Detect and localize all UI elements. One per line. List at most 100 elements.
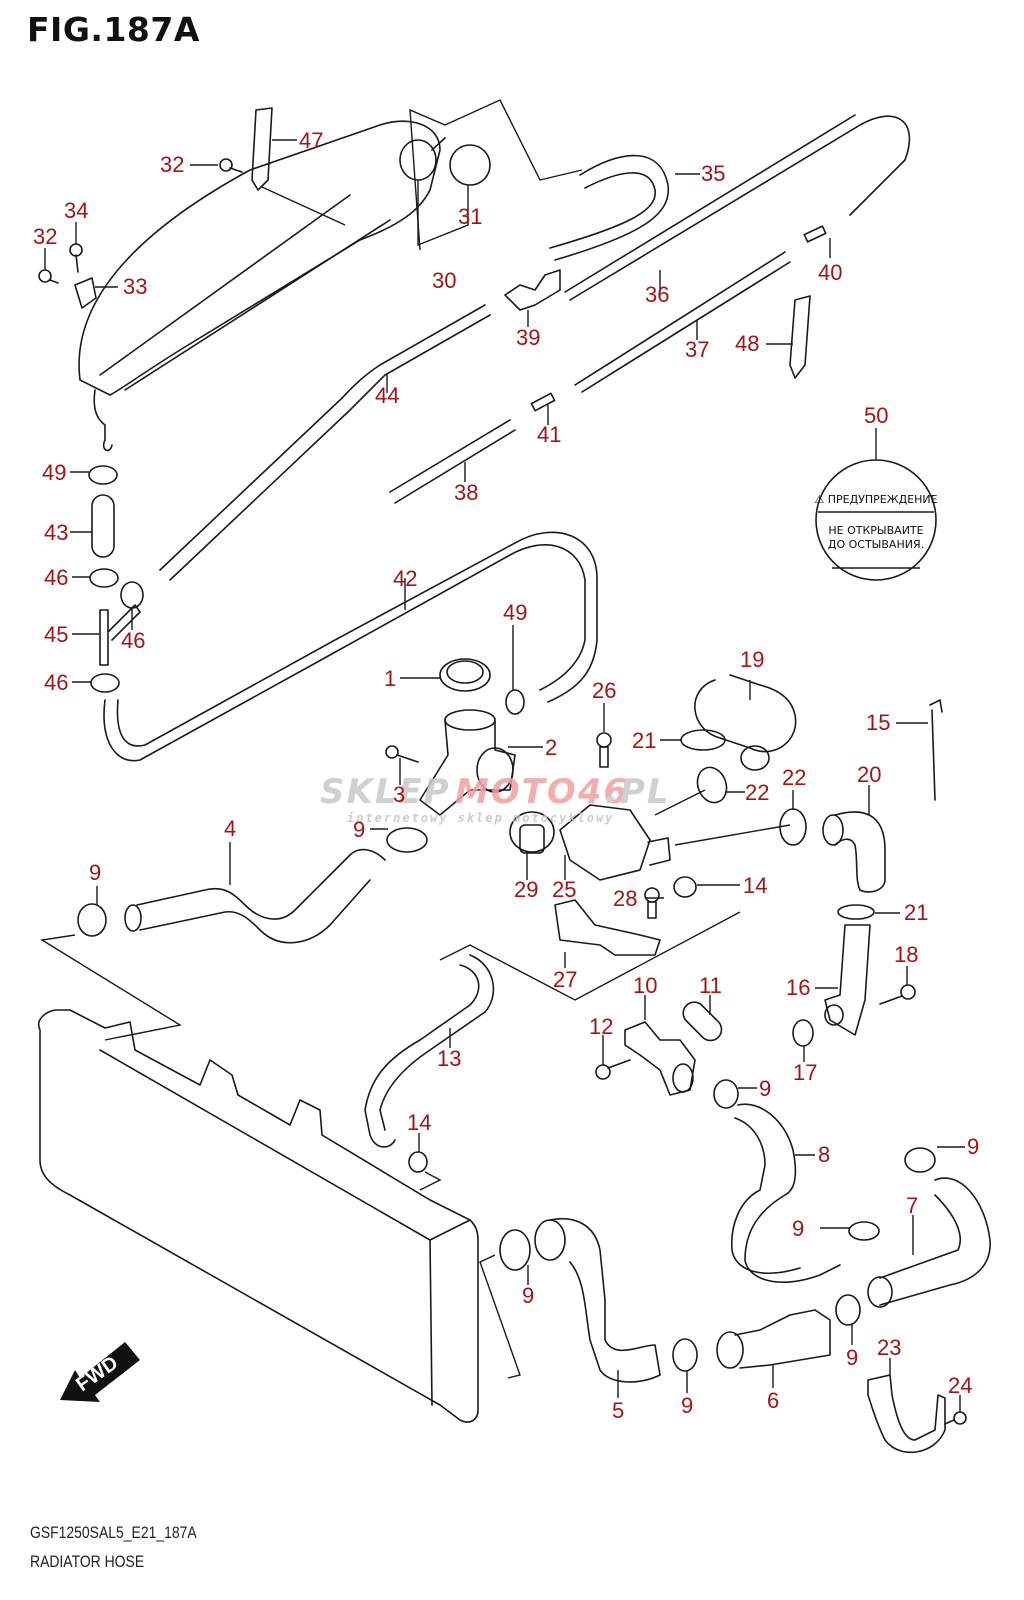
bolt-32-lower[interactable] xyxy=(38,269,59,284)
hose-38[interactable] xyxy=(389,419,516,504)
hose-6[interactable] xyxy=(716,1309,831,1369)
callout-9[interactable]: 9 xyxy=(89,860,101,885)
callout-2[interactable]: 2 xyxy=(545,735,557,760)
radiator-cap[interactable] xyxy=(439,658,491,692)
joint-40[interactable] xyxy=(803,225,827,243)
callout-44[interactable]: 44 xyxy=(375,383,399,408)
hose-43[interactable] xyxy=(91,494,115,558)
callout-22[interactable]: 22 xyxy=(745,780,769,805)
callout-9[interactable]: 9 xyxy=(353,817,365,842)
bolt-24[interactable] xyxy=(944,1411,967,1425)
callout-46[interactable]: 46 xyxy=(44,565,68,590)
callout-14[interactable]: 14 xyxy=(407,1110,431,1135)
hose-36[interactable] xyxy=(564,114,911,301)
radiator[interactable] xyxy=(37,1009,479,1423)
clamp-9-hose8-bottom[interactable] xyxy=(848,1221,880,1241)
callout-30[interactable]: 30 xyxy=(432,268,456,293)
callout-4[interactable]: 4 xyxy=(224,816,236,841)
callout-42[interactable]: 42 xyxy=(393,566,417,591)
callout-50[interactable]: 50 xyxy=(864,403,888,428)
clip-33[interactable] xyxy=(74,277,97,309)
o-ring-11[interactable] xyxy=(679,998,726,1045)
callout-43[interactable]: 43 xyxy=(44,520,68,545)
callout-10[interactable]: 10 xyxy=(633,973,657,998)
callout-35[interactable]: 35 xyxy=(701,161,725,186)
joint-41[interactable] xyxy=(530,392,556,412)
hose-37[interactable] xyxy=(574,251,791,393)
clamp-9-hose8-top[interactable] xyxy=(713,1079,739,1109)
bolt-26[interactable] xyxy=(596,732,612,768)
callout-29[interactable]: 29 xyxy=(514,877,538,902)
bracket-48[interactable] xyxy=(789,295,811,379)
callout-49[interactable]: 49 xyxy=(42,460,66,485)
hose-8[interactable] xyxy=(730,1103,841,1283)
callout-9[interactable]: 9 xyxy=(681,1393,693,1418)
callout-9[interactable]: 9 xyxy=(967,1134,979,1159)
joint-45[interactable] xyxy=(99,604,141,666)
callout-22[interactable]: 22 xyxy=(782,765,806,790)
callout-46[interactable]: 46 xyxy=(44,670,68,695)
bolt-18[interactable] xyxy=(879,984,916,1005)
callout-31[interactable]: 31 xyxy=(458,204,482,229)
callout-8[interactable]: 8 xyxy=(818,1142,830,1167)
callout-11[interactable]: 11 xyxy=(699,973,722,998)
clamp-49-upper[interactable] xyxy=(88,465,118,485)
callout-9[interactable]: 9 xyxy=(759,1076,771,1101)
callout-45[interactable]: 45 xyxy=(44,622,68,647)
hose-20[interactable] xyxy=(822,811,886,893)
callout-48[interactable]: 48 xyxy=(735,331,759,356)
callout-9[interactable]: 9 xyxy=(522,1283,534,1308)
clamp-14-lower[interactable] xyxy=(408,1151,428,1173)
bolt-28[interactable] xyxy=(644,887,660,919)
hose-42[interactable] xyxy=(103,531,598,762)
callout-36[interactable]: 36 xyxy=(645,282,669,307)
bolt-3[interactable] xyxy=(385,745,419,763)
thermostat[interactable] xyxy=(509,811,555,854)
clamp-46-lower[interactable] xyxy=(90,673,120,693)
callout-27[interactable]: 27 xyxy=(553,967,577,992)
callout-23[interactable]: 23 xyxy=(877,1335,901,1360)
callout-33[interactable]: 33 xyxy=(123,274,147,299)
callout-12[interactable]: 12 xyxy=(589,1014,613,1039)
callout-18[interactable]: 18 xyxy=(894,942,918,967)
callout-16[interactable]: 16 xyxy=(786,975,810,1000)
callout-17[interactable]: 17 xyxy=(793,1060,817,1085)
thermostat-housing[interactable] xyxy=(559,804,671,881)
callout-7[interactable]: 7 xyxy=(906,1193,918,1218)
callout-9[interactable]: 9 xyxy=(792,1216,804,1241)
callout-28[interactable]: 28 xyxy=(613,886,637,911)
bracket-23[interactable] xyxy=(867,1374,946,1454)
clamp-22-mid[interactable] xyxy=(693,763,732,806)
clamp-21-upper[interactable] xyxy=(680,729,726,751)
callout-46[interactable]: 46 xyxy=(121,628,145,653)
clamp-49-lower[interactable] xyxy=(505,689,525,715)
reservoir-cap[interactable] xyxy=(449,144,491,186)
callout-32[interactable]: 32 xyxy=(33,224,57,249)
callout-3[interactable]: 3 xyxy=(393,782,405,807)
callout-38[interactable]: 38 xyxy=(454,480,478,505)
joint-39[interactable] xyxy=(504,269,561,311)
hose-35[interactable] xyxy=(549,154,670,261)
callout-21[interactable]: 21 xyxy=(632,728,656,753)
clamp-9-hose7-top[interactable] xyxy=(904,1147,936,1173)
callout-24[interactable]: 24 xyxy=(948,1373,972,1398)
callout-47[interactable]: 47 xyxy=(299,128,323,153)
callout-26[interactable]: 26 xyxy=(592,678,616,703)
callout-25[interactable]: 25 xyxy=(552,877,576,902)
callout-49[interactable]: 49 xyxy=(503,600,527,625)
callout-19[interactable]: 19 xyxy=(740,647,764,672)
callout-6[interactable]: 6 xyxy=(767,1388,779,1413)
hose-7[interactable] xyxy=(867,1177,991,1308)
callout-40[interactable]: 40 xyxy=(818,260,842,285)
hose-5[interactable] xyxy=(534,1218,661,1383)
bolt-32-upper[interactable] xyxy=(219,158,243,173)
clamp-9-hose7-bottom[interactable] xyxy=(835,1294,861,1326)
callout-14[interactable]: 14 xyxy=(743,873,767,898)
warning-label[interactable]: ⚠ ПРЕДУПРЕЖДЕНИЕ НЕ ОТКРЫВАИТЕ ДО ОСТЫВА… xyxy=(814,428,938,581)
callout-21[interactable]: 21 xyxy=(904,900,928,925)
callout-34[interactable]: 34 xyxy=(64,198,88,223)
filler-neck[interactable] xyxy=(419,709,516,816)
clamp-46-upper[interactable] xyxy=(89,568,119,588)
clamp-46-mid[interactable] xyxy=(120,581,144,609)
callout-39[interactable]: 39 xyxy=(516,325,540,350)
